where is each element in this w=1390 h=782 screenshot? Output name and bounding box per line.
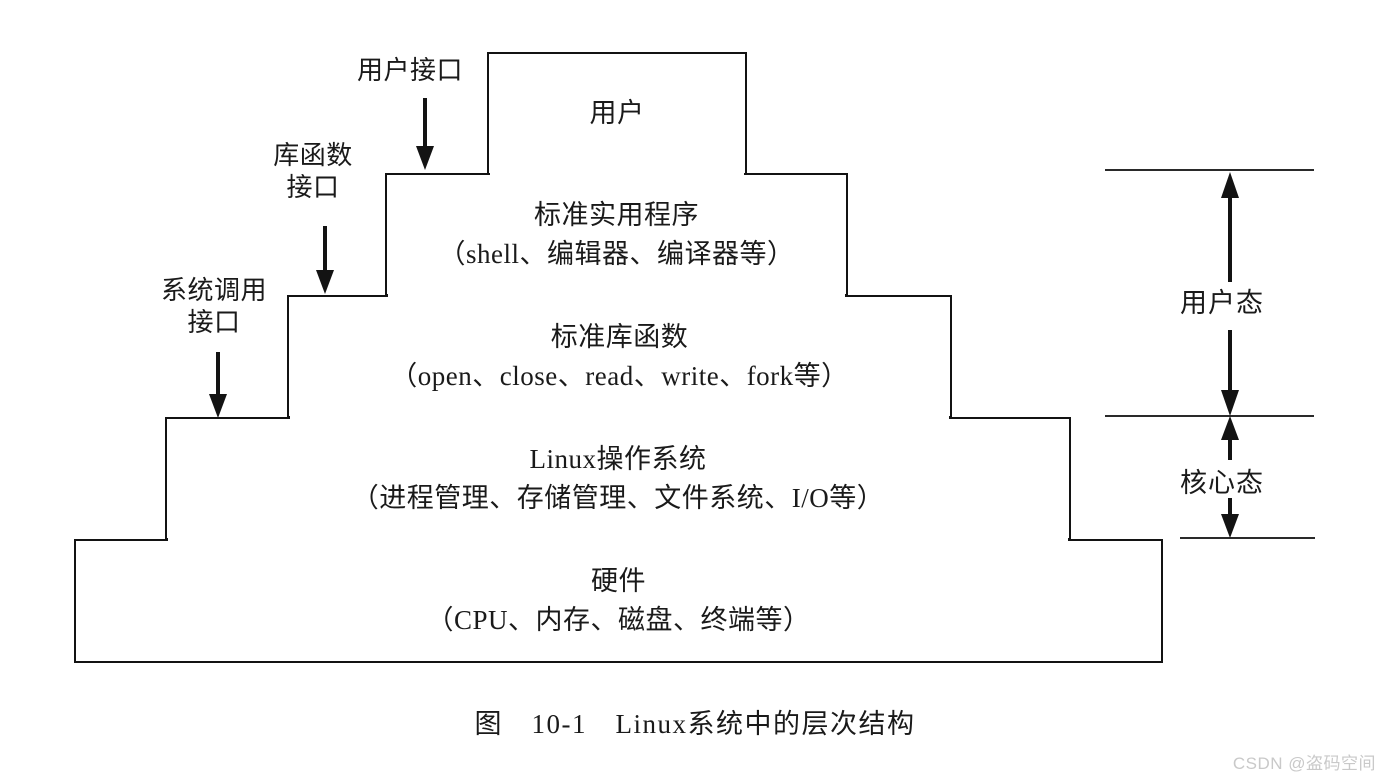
layer-title: 硬件	[591, 566, 646, 597]
mode-label-kernel: 核心态	[1180, 468, 1264, 498]
interface-label-system-call: 系统调用 接口	[160, 276, 267, 337]
mode-arrow-kernel-up	[1217, 416, 1243, 460]
layer-subtitle: （open、close、read、write、fork等）	[390, 360, 849, 391]
mode-arrow-kernel-down	[1217, 498, 1243, 538]
interface-label-user: 用户接口	[356, 56, 463, 85]
mode-rule-top	[1105, 169, 1314, 171]
layer-box-standard-utilities: 标准实用程序 （shell、编辑器、编译器等）	[385, 173, 848, 296]
layer-box-hardware: 硬件 （CPU、内存、磁盘、终端等）	[74, 539, 1163, 663]
layer-title: Linux操作系统	[529, 443, 707, 474]
watermark: CSDN @盗码空间	[1232, 754, 1376, 773]
layer-box-user: 用户	[487, 52, 747, 175]
interface-label-library-function: 库函数 接口	[273, 141, 353, 202]
border-seam	[168, 537, 1068, 542]
figure-caption: 图 10-1 Linux系统中的层次结构	[474, 709, 916, 739]
layer-subtitle: （进程管理、存储管理、文件系统、I/O等）	[351, 482, 885, 513]
border-seam	[290, 415, 949, 420]
border-seam	[490, 171, 744, 176]
interface-arrow-user	[412, 98, 438, 170]
mode-rule-middle	[1105, 415, 1314, 417]
layer-title: 用户	[589, 98, 645, 129]
layer-subtitle: （CPU、内存、磁盘、终端等）	[426, 605, 811, 635]
layer-box-standard-library: 标准库函数 （open、close、read、write、fork等）	[287, 295, 952, 418]
mode-label-user: 用户态	[1180, 288, 1264, 318]
layer-subtitle: （shell、编辑器、编译器等）	[438, 238, 795, 269]
interface-arrow-system-call	[205, 352, 231, 418]
layer-box-linux-os: Linux操作系统 （进程管理、存储管理、文件系统、I/O等）	[165, 417, 1071, 540]
mode-arrow-user-up	[1217, 172, 1243, 282]
mode-rule-bottom	[1180, 537, 1315, 539]
interface-arrow-library-function	[312, 226, 338, 294]
mode-arrow-user-down	[1217, 330, 1243, 416]
layer-title: 标准实用程序	[534, 199, 699, 230]
layer-title: 标准库函数	[550, 321, 689, 352]
border-seam	[388, 293, 845, 298]
